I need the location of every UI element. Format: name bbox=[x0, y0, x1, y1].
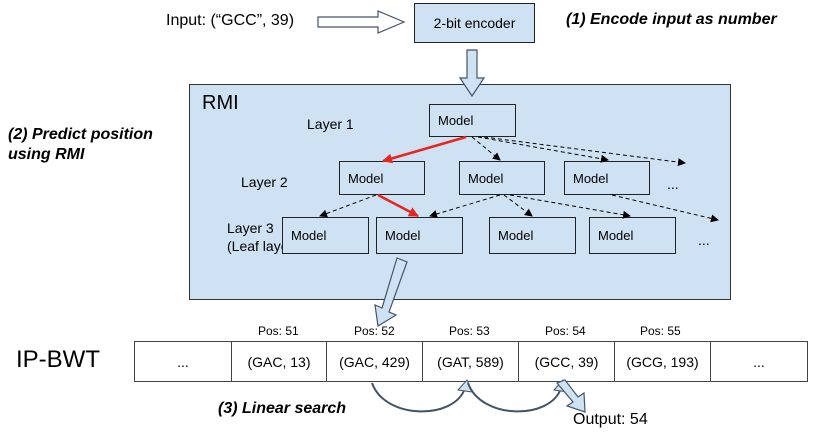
layer1-label: Layer 1 bbox=[307, 116, 354, 132]
edge-l1-l2-2 bbox=[471, 136, 501, 161]
edge-l2-l3-4 bbox=[503, 194, 533, 217]
encoder-to-rmi-arrow bbox=[458, 49, 486, 98]
edge-l1-l2-4 bbox=[483, 136, 686, 167]
step2-label-line1: (2) Predict position bbox=[8, 126, 153, 143]
pos-label-54: Pos: 54 bbox=[545, 324, 586, 338]
pos-label-53: Pos: 53 bbox=[449, 324, 490, 338]
ipbwt-cell-2: (GAC, 429) bbox=[326, 341, 423, 382]
output-label: Output: 54 bbox=[573, 411, 648, 428]
linear-search-arrow-1 bbox=[371, 382, 466, 413]
ipbwt-cell-3: (GAT, 589) bbox=[422, 341, 519, 382]
rmi-title: RMI bbox=[202, 92, 239, 114]
layer3-model-3: Model bbox=[489, 217, 576, 254]
edge-l2-l3-5 bbox=[509, 194, 631, 219]
layer3-ellipsis: ... bbox=[698, 232, 710, 248]
layer2-label: Layer 2 bbox=[241, 174, 288, 190]
step2-label-line2: using RMI bbox=[8, 146, 85, 163]
layer2-model-2: Model bbox=[459, 161, 545, 195]
input-label: Input: (“GCC”, 39) bbox=[166, 12, 295, 29]
edge-l2-l3-6 bbox=[611, 194, 719, 223]
edge-l2-l3-1 bbox=[319, 194, 377, 218]
layer3-model-4: Model bbox=[589, 217, 676, 254]
edge-l2-l3-2-selected bbox=[377, 193, 419, 218]
step3-label: (3) Linear search bbox=[218, 400, 347, 417]
layer2-ellipsis: ... bbox=[667, 176, 679, 192]
layer3-label-line1: Layer 3 bbox=[227, 220, 274, 236]
ipbwt-cell-5: (GCG, 193) bbox=[614, 341, 711, 382]
ipbwt-cell-1: (GAC, 13) bbox=[231, 341, 327, 382]
layer3-model-2: Model bbox=[376, 217, 463, 254]
encoder-box: 2-bit encoder bbox=[414, 3, 535, 43]
layer3-label-line2: (Leaf layer) bbox=[227, 238, 298, 254]
pos-label-55: Pos: 55 bbox=[640, 324, 681, 338]
ipbwt-label: IP-BWT bbox=[16, 346, 100, 373]
edge-l1-l2-3 bbox=[477, 136, 609, 163]
layer3-model-1: Model bbox=[282, 217, 369, 254]
linear-search-arrow-2 bbox=[467, 382, 562, 413]
step1-label: (1) Encode input as number bbox=[566, 11, 777, 28]
layer2-model-3: Model bbox=[564, 161, 650, 195]
edge-l2-l3-3 bbox=[429, 194, 501, 218]
layer2-model-1: Model bbox=[339, 161, 425, 195]
layer1-model: Model bbox=[429, 104, 516, 137]
ipbwt-cell-0: ... bbox=[134, 341, 232, 382]
pos-label-51: Pos: 51 bbox=[258, 324, 299, 338]
edge-l1-l2-1-selected bbox=[382, 135, 467, 164]
input-to-encoder-arrow bbox=[317, 10, 406, 34]
ipbwt-cell-6: ... bbox=[710, 341, 808, 382]
output-arrow bbox=[555, 379, 586, 413]
pos-label-52: Pos: 52 bbox=[354, 324, 395, 338]
rmi-to-ipbwt-arrow bbox=[374, 257, 408, 327]
